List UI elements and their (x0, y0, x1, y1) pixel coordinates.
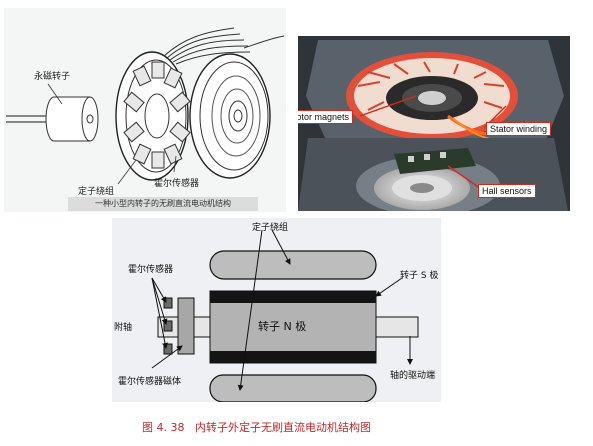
exploded-motor-illustration: 永磁转子 定子绕组 霍尔传感器 一种小型内转子的无刷直流电动机结构 (4, 8, 286, 212)
motor-photo: Rotor magnets Stator winding Hall sensor… (298, 36, 570, 211)
label-auxiliary-shaft: 附轴 (114, 323, 133, 333)
label-shaft-drive-end: 轴的驱动端 (390, 371, 436, 381)
label-stator-winding-photo: Stator winding (486, 122, 552, 136)
label-rotor-magnets: Rotor magnets (298, 110, 354, 124)
schematic-drawing (151, 229, 419, 403)
label-stator-winding: 定子绕组 (78, 187, 115, 197)
illustration-caption-bar: 一种小型内转子的无刷直流电动机结构 (68, 197, 258, 211)
exploded-motor-drawing (6, 27, 285, 185)
rotor-stator-schematic: 定子绕组 霍尔传感器 转子 S 极 转子 N 极 附轴 轴的驱动端 霍尔传感器磁… (112, 218, 441, 403)
label-permanent-magnet-rotor: 永磁转子 (34, 72, 71, 82)
label-hall-sensor: 霍尔传感器 (154, 179, 200, 189)
label-rotor-n-pole: 转子 N 极 (258, 320, 307, 333)
label-hall-sensor-schematic: 霍尔传感器 (128, 265, 174, 275)
label-hall-sensors-photo: Hall sensors (478, 184, 536, 198)
motor-photo-drawing (298, 36, 570, 211)
label-stator-winding-top: 定子绕组 (252, 223, 289, 233)
figure-caption: 图 4. 38 内转子外定子无刷直流电动机结构图 (142, 421, 371, 434)
label-hall-sensor-magnet: 霍尔传感器磁体 (118, 377, 182, 387)
label-rotor-s-pole: 转子 S 极 (400, 271, 439, 281)
illustration-caption: 一种小型内转子的无刷直流电动机结构 (95, 199, 231, 208)
